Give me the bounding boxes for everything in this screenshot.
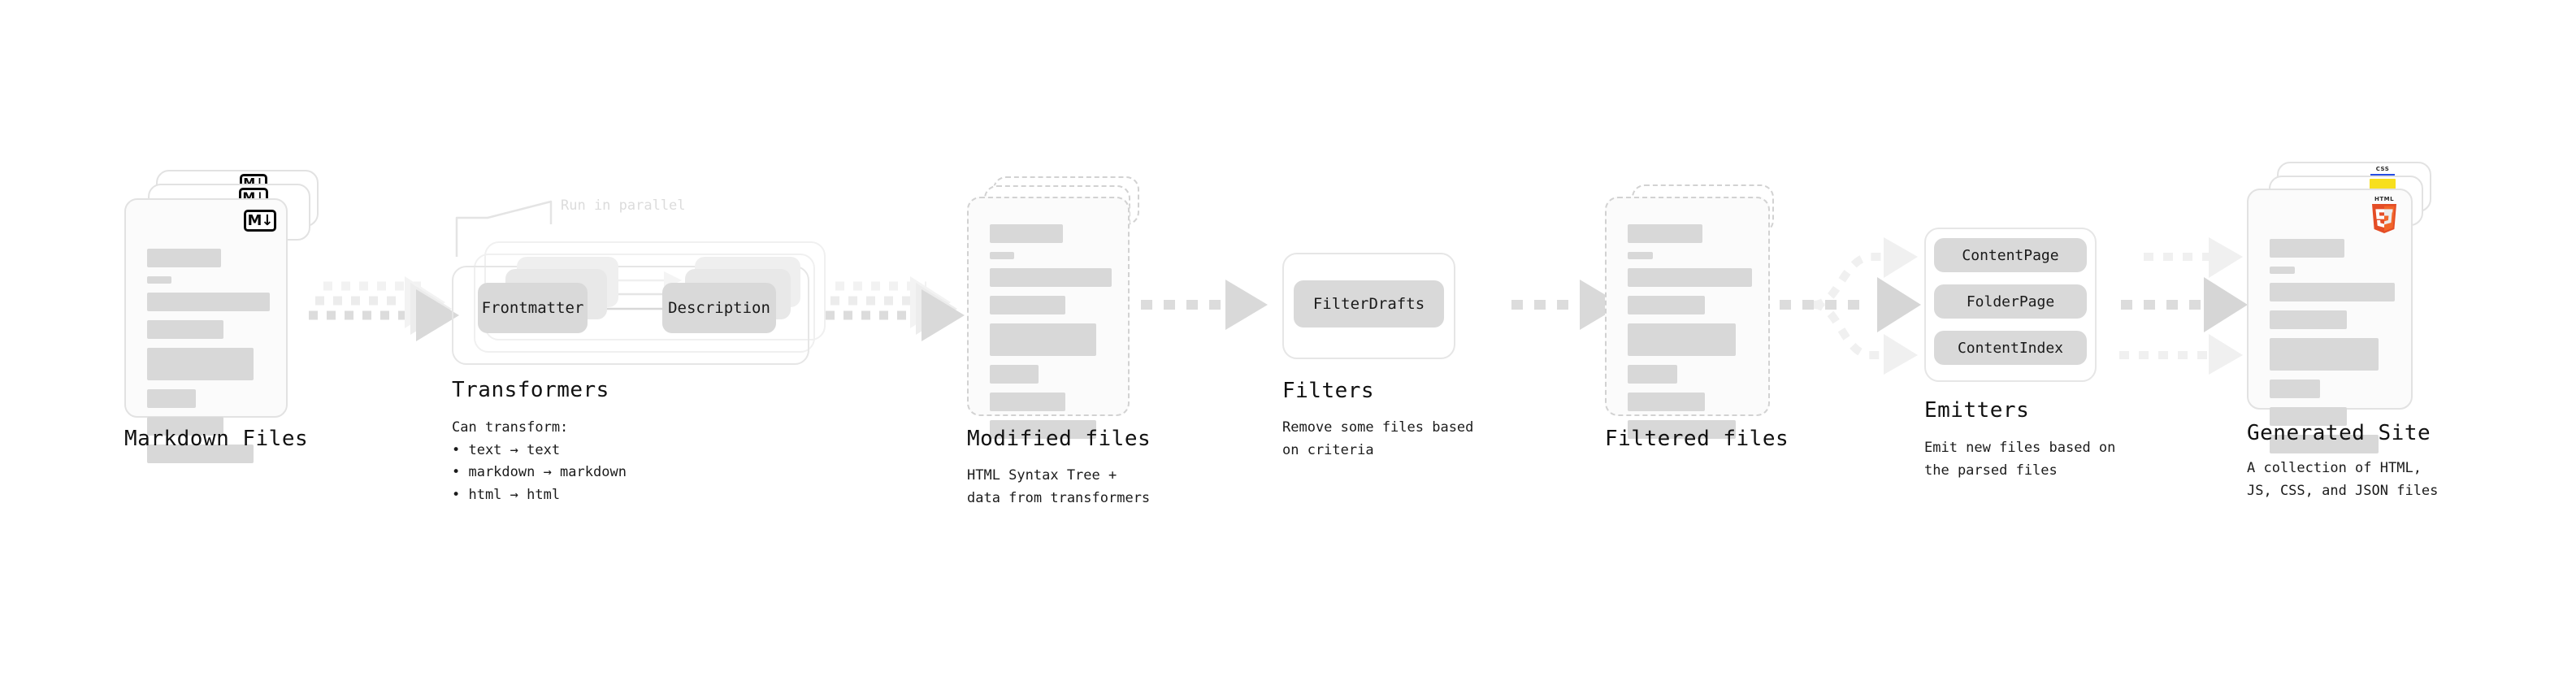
- stage-subtitle-generated-site: A collection of HTML, JS, CSS, and JSON …: [2247, 460, 2439, 499]
- placeholder-line: [990, 268, 1112, 287]
- placeholder-line: [2270, 435, 2379, 453]
- transformer-panel-back-1: [474, 254, 815, 353]
- placeholder-line: [2270, 380, 2320, 398]
- emitters-panel: [1924, 228, 2097, 382]
- site-card-front: HTML: [2247, 189, 2413, 453]
- chip-frontmatter[interactable]: Frontmatter: [478, 283, 588, 333]
- placeholder-line: [147, 389, 197, 408]
- stage-title-modified-files: Modified files: [967, 427, 1151, 451]
- stage-title-emitters: Emitters: [1924, 398, 2030, 423]
- connector-md-to-transformers: [309, 276, 459, 341]
- connector-filtered-to-emitters: [1780, 237, 1921, 375]
- placeholder-line: [990, 393, 1065, 411]
- stage-title-filtered-files: Filtered files: [1605, 427, 1789, 451]
- placeholder-line: [1628, 268, 1752, 287]
- stage-subtitle-transformers: Can transform: • text → text • markdown …: [452, 419, 627, 503]
- placeholder-line: [2270, 283, 2395, 301]
- filters-panel: [1282, 253, 1455, 359]
- placeholder-lines: [1628, 224, 1752, 439]
- placeholder-line: [1628, 365, 1678, 384]
- placeholder-line: [1628, 296, 1705, 314]
- chip-contentindex[interactable]: ContentIndex: [1934, 331, 2087, 365]
- stage-subtitle-filters: Remove some files based on criteria: [1282, 419, 1474, 458]
- placeholder-line: [1628, 323, 1737, 356]
- placeholder-lines: [990, 224, 1112, 439]
- stage-title-filters: Filters: [1282, 379, 1375, 403]
- chip-contentpage[interactable]: ContentPage: [1934, 238, 2087, 272]
- placeholder-line: [1628, 420, 1737, 439]
- placeholder-lines: [147, 249, 270, 463]
- chip-filterdrafts[interactable]: FilterDrafts: [1294, 280, 1444, 327]
- connector-emitters-to-site: [2119, 237, 2248, 375]
- placeholder-line: [147, 249, 221, 267]
- chip-description[interactable]: Description: [662, 283, 776, 333]
- stage-title-transformers: Transformers: [452, 378, 609, 402]
- markdown-card-front: M↓: [124, 198, 288, 463]
- placeholder-line: [147, 445, 254, 463]
- placeholder-line: [990, 224, 1063, 243]
- stage-title-markdown-files: Markdown Files: [124, 427, 309, 451]
- placeholder-line: [2270, 338, 2379, 371]
- stage-subtitle-emitters: Emit new files based on the parsed files: [1924, 440, 2116, 479]
- stage-subtitle-modified-files: HTML Syntax Tree + data from transformer…: [967, 467, 1151, 506]
- placeholder-line: [1628, 393, 1705, 411]
- placeholder-line: [990, 296, 1065, 314]
- stage-title-generated-site: Generated Site: [2247, 421, 2431, 445]
- placeholder-line: [2270, 407, 2348, 426]
- placeholder-line: [990, 420, 1096, 439]
- placeholder-line: [147, 417, 223, 436]
- run-in-parallel-label: Run in parallel: [561, 197, 686, 214]
- placeholder-line: [147, 320, 223, 339]
- placeholder-line: [990, 365, 1039, 384]
- placeholder-line: [147, 348, 254, 380]
- markdown-badge: M↓: [244, 210, 276, 232]
- placeholder-lines: [2270, 239, 2395, 453]
- placeholder-line: [2270, 267, 2295, 274]
- placeholder-line: [1628, 252, 1653, 259]
- placeholder-line: [147, 293, 270, 311]
- placeholder-line: [2270, 239, 2345, 258]
- chip-folderpage[interactable]: FolderPage: [1934, 284, 2087, 319]
- connector-transformers-to-modified: [826, 276, 965, 341]
- filtered-card-front: [1605, 197, 1770, 439]
- html5-icon: HTML: [2369, 197, 2400, 237]
- placeholder-line: [990, 323, 1096, 356]
- transformer-panel-front: [452, 266, 809, 365]
- connector-modified-to-filters: [1141, 280, 1268, 330]
- placeholder-line: [2270, 310, 2348, 329]
- placeholder-line: [1628, 224, 1702, 243]
- placeholder-line: [147, 276, 172, 284]
- placeholder-line: [990, 252, 1014, 259]
- modified-card-front: [967, 197, 1130, 439]
